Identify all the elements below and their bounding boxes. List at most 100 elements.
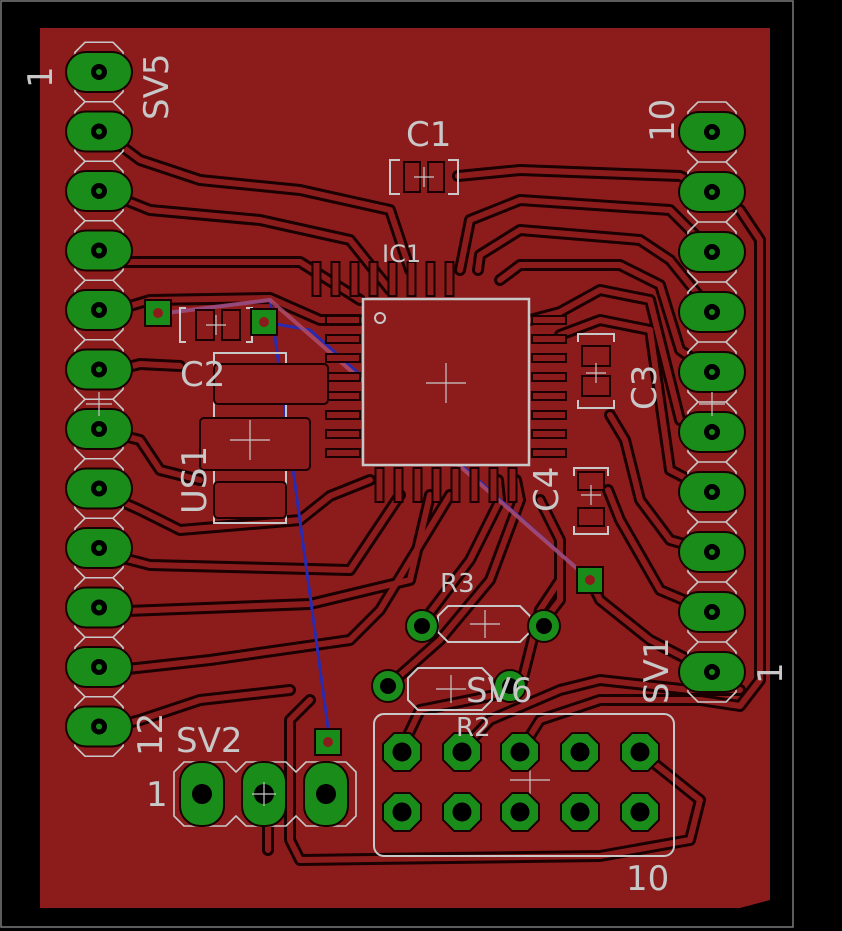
c4-label: C4 [527,467,567,512]
trace-8 [97,492,433,615]
trace-13 [475,227,715,315]
sv1-outline-path [687,101,737,703]
ic1-pad-left-2 [325,353,361,363]
via-2 [250,308,278,336]
us1-label: US1 [175,446,215,514]
ic1-pad-bottom-5 [469,467,480,503]
sv5-pad-5-hole-core [96,307,102,313]
sv1-pin-last-label: 10 [643,99,683,142]
header-crosshairs [86,392,725,806]
sv2-name-label: SV2 [176,721,242,761]
ic1-pad-left-0 [325,315,361,325]
ic1-pad-bottom-7 [507,467,518,503]
ic1-pad-left-3 [325,372,361,382]
ic1-pad-right-5 [531,410,567,420]
sv6-pad-bottom-1-hole [392,802,412,822]
ic1-pad-bottom-6 [488,467,499,503]
via-3-hole [585,575,595,585]
r3-pad-2-hole [536,618,552,634]
sv5-outline [74,41,124,758]
r2-pad-1-hole [380,678,396,694]
via-4-hole [323,737,333,747]
sv1-name-label: SV1 [637,638,677,704]
c3-footprint [577,333,615,409]
sv2-pad-1-hole [192,784,212,804]
us1-footprint [199,352,329,524]
sv2-pad-3-hole [316,784,336,804]
sv5-pad-12-hole-core [96,723,102,730]
sv5-outline-path [74,41,124,758]
sv6-pad-top-1-hole [392,742,412,762]
sv5-pad-9-hole-core [96,545,102,551]
sv6-pad-bottom-5-hole [630,802,650,822]
sv6-name-label: SV6 [466,671,532,711]
sv1-pad-1-hole-core [709,669,715,675]
sv5-pin-first-label: 1 [21,66,61,88]
sv5-pad-6-hole-core [96,366,102,373]
ic1-pad-bottom-2 [412,467,423,503]
sv1-outline [687,101,737,703]
ic1-pad-left-5 [325,410,361,420]
ic1-pad-right-6 [531,429,567,439]
r2-pad-2-hole [502,678,518,694]
sv1-pad-5-hole-core [709,429,715,435]
ic1-pad-top-1 [330,261,341,297]
sv5-pad-4-hole-core [96,247,102,254]
ic1-pad-right-1 [531,334,567,344]
sv5-pad-1-hole-core [96,69,102,75]
ic1-pad-left-1 [325,334,361,344]
ic1-pad-top-4 [387,261,398,297]
r2-footprint [407,667,493,711]
sv5-pin-last-label: 12 [131,713,171,756]
ic1-pad-left-6 [325,429,361,439]
sv5-pad-11-hole-core [96,664,102,670]
sv1-pad-9-hole-core [709,189,715,195]
ic1-pad-top-2 [349,261,360,297]
sv1-pin-first-label: 1 [751,662,791,684]
sv1-pad-2-hole-core [709,609,715,615]
ic1-pad-top-6 [425,261,436,297]
r3-pad-1-hole [414,618,430,634]
r3-label: R3 [440,569,475,599]
sv1-pad-10-hole-core [709,129,715,135]
via-2-hole [259,317,269,327]
ic1-pad-bottom-1 [393,467,404,503]
ic1-pad-bottom-4 [450,467,461,503]
board-outline [0,0,794,928]
trace-9 [97,492,453,675]
trace-24 [287,697,703,863]
ic1-pad-right-3 [531,372,567,382]
sv6-pad-top-4-hole [570,742,590,762]
sv1-pad-8-hole-core [709,249,715,255]
sv5-pad-10-hole-core [96,604,102,611]
sv5-pad-3-hole-core [96,188,102,194]
ic1-package [311,261,567,503]
sv1-pad-6-hole-core [709,369,715,375]
ic1-pad-top-5 [406,261,417,297]
c4-footprint [573,467,609,535]
trace-12 [457,197,715,273]
ic1-pad-right-4 [531,391,567,401]
ic1-pad-bottom-3 [431,467,442,503]
ic1-pad-right-2 [531,353,567,363]
sv5-pad-7-hole-core [96,426,102,432]
ic1-pad-right-0 [531,315,567,325]
sv2-pin-first-label: 1 [146,775,168,815]
ic1-pad-right-7 [531,448,567,458]
sv5-pad-2-hole-core [96,128,102,135]
trace-0 [97,127,413,273]
ic1-pad-top-3 [368,261,379,297]
sv5-pad-8-hole-core [96,485,102,492]
c1-label: C1 [406,115,451,155]
sv6-pad-top-3-hole [510,742,530,762]
ic1-pad-bottom-0 [374,467,385,503]
sv6-pad-top-5-hole [630,742,650,762]
trace-1 [97,187,393,293]
ic1-pad-left-7 [325,448,361,458]
ic1-pad-left-4 [325,391,361,401]
ic1-pad-top-0 [311,261,322,297]
sv1-pad-4-hole-core [709,489,715,495]
sv6-pad-bottom-2-hole [452,802,472,822]
via-1-hole [153,308,163,318]
